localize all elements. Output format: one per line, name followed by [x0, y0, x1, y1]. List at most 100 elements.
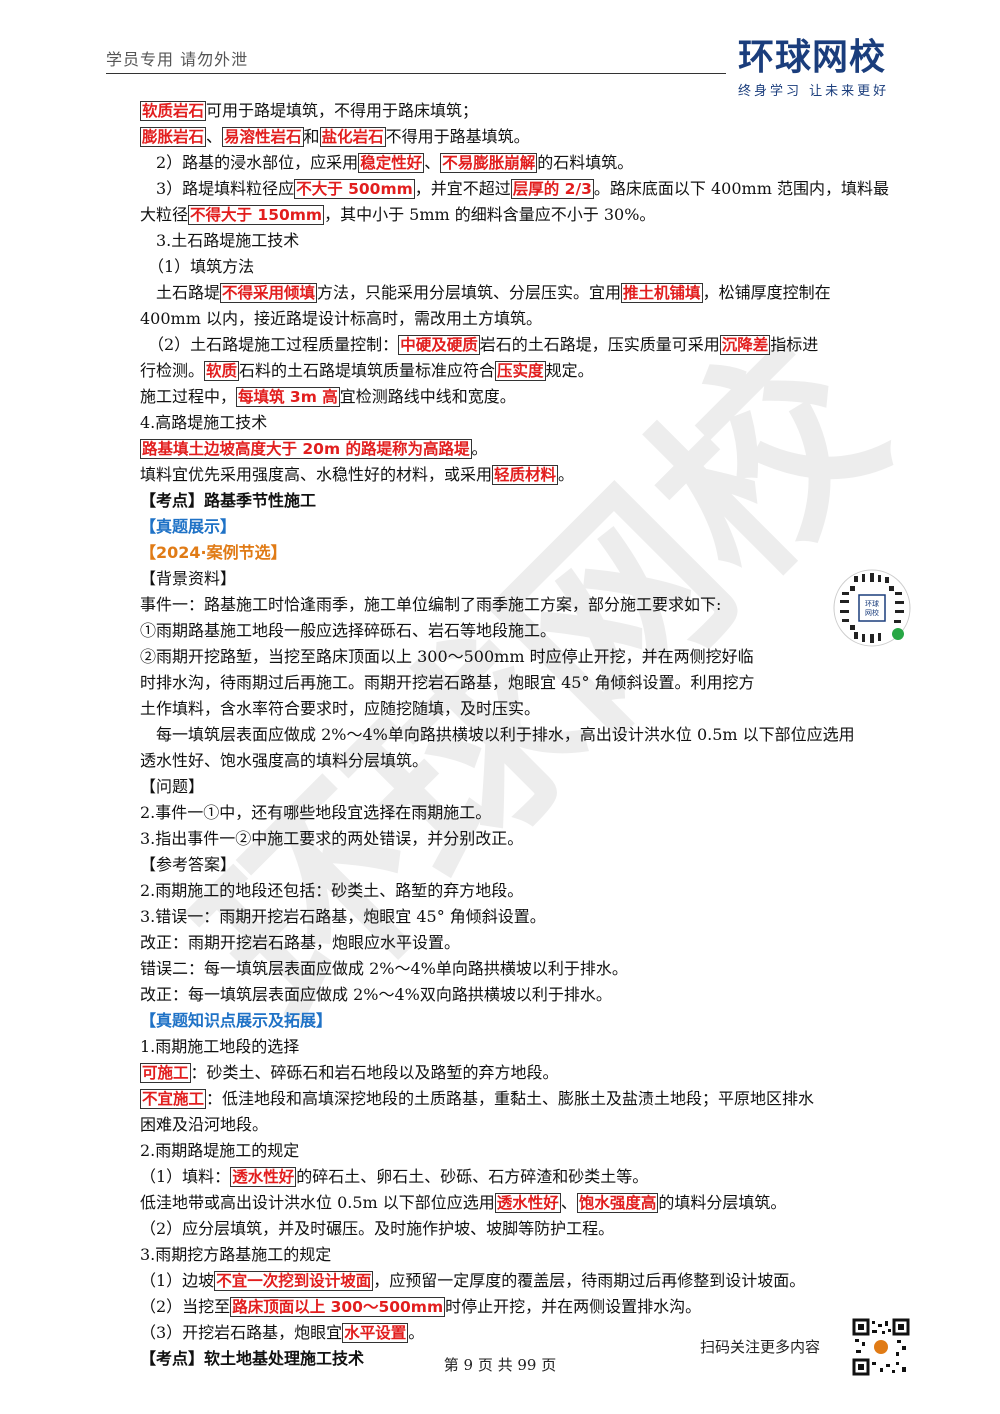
- text: （1）填料：: [140, 1167, 231, 1186]
- text: 规定。: [545, 361, 594, 380]
- highlight: 软质岩石: [140, 101, 207, 121]
- text: 不得用于路基填筑。: [385, 127, 530, 146]
- text: 时停止开挖，并在两侧设置排水沟。: [445, 1297, 702, 1316]
- answer-item: 错误二：每一填筑层表面应做成 2%～4%单向路拱横坡以利于排水。: [140, 959, 628, 978]
- highlight: 水平设置: [342, 1323, 409, 1343]
- text: 透水性好、饱水强度高的填料分层填筑。: [140, 751, 429, 770]
- text: 方法，只能采用分层填筑、分层压实。宜用: [317, 283, 622, 302]
- svg-text:网校: 网校: [865, 608, 879, 617]
- text: 的碎石土、卵石土、砂砾、石方碎渣和砂类土等。: [296, 1167, 649, 1186]
- question-item: 2.事件一①中，还有哪些地段宜选择在雨期施工。: [140, 803, 492, 822]
- header-divider: [106, 73, 726, 74]
- highlight: 不易膨胀崩解: [440, 153, 538, 173]
- text: 。: [558, 465, 575, 484]
- highlight: 不大于 500mm: [294, 179, 415, 199]
- text: 指标进: [770, 335, 819, 354]
- page-header: 学员专用 请勿外泄 环球网校 终身学习 让未来更好: [0, 0, 1000, 100]
- text: 土作填料，含水率符合要求时，应随挖随填，及时压实。: [140, 699, 541, 718]
- text: ，其中小于 5mm 的细料含量应不小于 30%。: [324, 205, 656, 224]
- highlight: 轻质材料: [492, 465, 559, 485]
- highlight: 膨胀岩石: [140, 127, 207, 147]
- text: 。路床底面以下 400mm 范围内，填料最: [593, 179, 889, 198]
- text: ：低洼地段和高填深挖地段的土质路基，重黏土、膨胀土及盐渍土地段；平原地区排水: [206, 1089, 815, 1108]
- highlight: 中硬及硬质: [398, 335, 480, 355]
- scan-caption: 扫码关注更多内容: [700, 1338, 821, 1356]
- text: 、: [424, 153, 441, 172]
- text: 。: [408, 1323, 425, 1342]
- subsection-heading: （1）填筑方法: [148, 257, 255, 276]
- text: （1）边坡: [140, 1271, 215, 1290]
- section-heading: 3.土石路堤施工技术: [156, 231, 300, 250]
- highlight: 透水性好: [494, 1193, 561, 1213]
- highlight: 易溶性岩石: [222, 127, 304, 147]
- qr-code-icon[interactable]: [852, 1318, 910, 1376]
- logo: 环球网校 终身学习 让未来更好: [738, 38, 914, 100]
- highlight: 压实度: [495, 361, 546, 381]
- question-item: 3.指出事件一②中施工要求的两处错误，并分别改正。: [140, 829, 524, 848]
- case-year-heading: 【2024·案例节选】: [140, 543, 287, 562]
- svg-text:环球: 环球: [865, 599, 879, 608]
- text: 施工过程中，: [140, 387, 237, 406]
- text: 行检测。: [140, 361, 205, 380]
- text: ①雨期路基施工地段一般应选择碎砾石、岩石等地段施工。: [140, 621, 557, 640]
- text: 和: [303, 127, 320, 146]
- text: 岩石的土石路堤，压实质量可采用: [479, 335, 720, 354]
- highlight: 盐化岩石: [319, 127, 386, 147]
- highlight: 不得采用倾填: [220, 283, 318, 303]
- text: （3）开挖岩石路基，炮眼宜: [140, 1323, 343, 1342]
- exam-point-heading: 【考点】软土地基处理施工技术: [140, 1349, 365, 1368]
- highlight: 不得大于 150mm: [188, 205, 325, 225]
- highlight: 透水性好: [230, 1167, 297, 1187]
- answer-heading: 【参考答案】: [140, 855, 237, 874]
- text: 可用于路堤填筑，不得用于路床填筑；: [206, 101, 479, 120]
- answer-item: 3.错误一：雨期开挖岩石路基，炮眼宜 45° 角倾斜设置。: [140, 907, 546, 926]
- text: 每一填筑层表面应做成 2%～4%单向路拱横坡以利于排水，高出设计洪水位 0.5m…: [156, 725, 855, 744]
- highlight: 不宜施工: [140, 1089, 207, 1109]
- highlight: 饱水强度高: [576, 1193, 659, 1213]
- header-notice: 学员专用 请勿外泄: [106, 50, 249, 69]
- section-heading: 4.高路堤施工技术: [140, 413, 268, 432]
- highlight: 路床顶面以上 300～500mm: [230, 1297, 446, 1317]
- real-exam-heading: 【真题展示】: [140, 517, 237, 536]
- highlight: 路基填土边坡高度大于 20m 的路堤称为高路堤: [140, 439, 472, 459]
- text: （2）当挖至: [140, 1297, 231, 1316]
- knowledge-heading: 【真题知识点展示及拓展】: [140, 1011, 333, 1030]
- highlight: 稳定性好: [358, 153, 425, 173]
- text: 事件一：路基施工时恰逢雨季，施工单位编制了雨季施工方案，部分施工要求如下:: [140, 595, 722, 614]
- answer-item: 改正：每一填筑层表面应做成 2%～4%双向路拱横坡以利于排水。: [140, 985, 612, 1004]
- logo-text: 环球网校: [738, 37, 887, 78]
- text: ：砂类土、碎砾石和岩石地段以及路堑的弃方地段。: [190, 1063, 559, 1082]
- section-heading: 1.雨期施工地段的选择: [140, 1037, 300, 1056]
- text: 土石路堤: [156, 283, 221, 302]
- text: 、: [206, 127, 223, 146]
- highlight: 可施工: [140, 1063, 191, 1083]
- highlight: 不宜一次挖到设计坡面: [214, 1271, 374, 1291]
- section-heading: 3.雨期挖方路基施工的规定: [140, 1245, 332, 1264]
- highlight: 推土机铺填: [621, 283, 703, 303]
- background-heading: 【背景资料】: [140, 569, 237, 588]
- text: ，松铺厚度控制在: [702, 283, 831, 302]
- text: （2）应分层填筑，并及时碾压。及时施作护坡、坡脚等防护工程。: [140, 1219, 615, 1238]
- text: 3）路堤填料粒径应: [156, 179, 295, 198]
- text: 400mm 以内，接近路堤设计标高时，需改用土方填筑。: [140, 309, 542, 328]
- text: （2）土石路堤施工过程质量控制：: [148, 335, 399, 354]
- highlight: 每填筑 3m 高: [236, 387, 340, 407]
- page-number: 第 9 页 共 99 页: [443, 1356, 557, 1374]
- miniprogram-qr-icon[interactable]: 环球 网校: [832, 568, 912, 648]
- text: ②雨期开挖路堑，当挖至路床顶面以上 300～500mm 时应停止开挖，并在两侧挖…: [140, 647, 754, 666]
- highlight: 软质: [204, 361, 240, 381]
- text: 的石料填筑。: [537, 153, 634, 172]
- text: 宜检测路线中线和宽度。: [339, 387, 516, 406]
- text: 低洼地带或高出设计洪水位 0.5m 以下部位应选用: [140, 1193, 495, 1212]
- text: ，应预留一定厚度的覆盖层，待雨期过后再修整到设计坡面。: [373, 1271, 806, 1290]
- text: 、: [560, 1193, 577, 1212]
- text: 。: [471, 439, 488, 458]
- section-heading: 2.雨期路堤施工的规定: [140, 1141, 300, 1160]
- answer-item: 2.雨期施工的地段还包括：砂类土、路堑的弃方地段。: [140, 881, 524, 900]
- text: 困难及沿河地段。: [140, 1115, 269, 1134]
- highlight: 沉降差: [719, 335, 771, 355]
- logo-slogan: 终身学习 让未来更好: [738, 84, 890, 99]
- exam-point-heading: 【考点】路基季节性施工: [140, 491, 317, 510]
- text: 填料宜优先采用强度高、水稳性好的材料，或采用: [140, 465, 493, 484]
- text: 时排水沟，待雨期过后再施工。雨期开挖岩石路基，炮眼宜 45° 角倾斜设置。利用挖…: [140, 673, 755, 692]
